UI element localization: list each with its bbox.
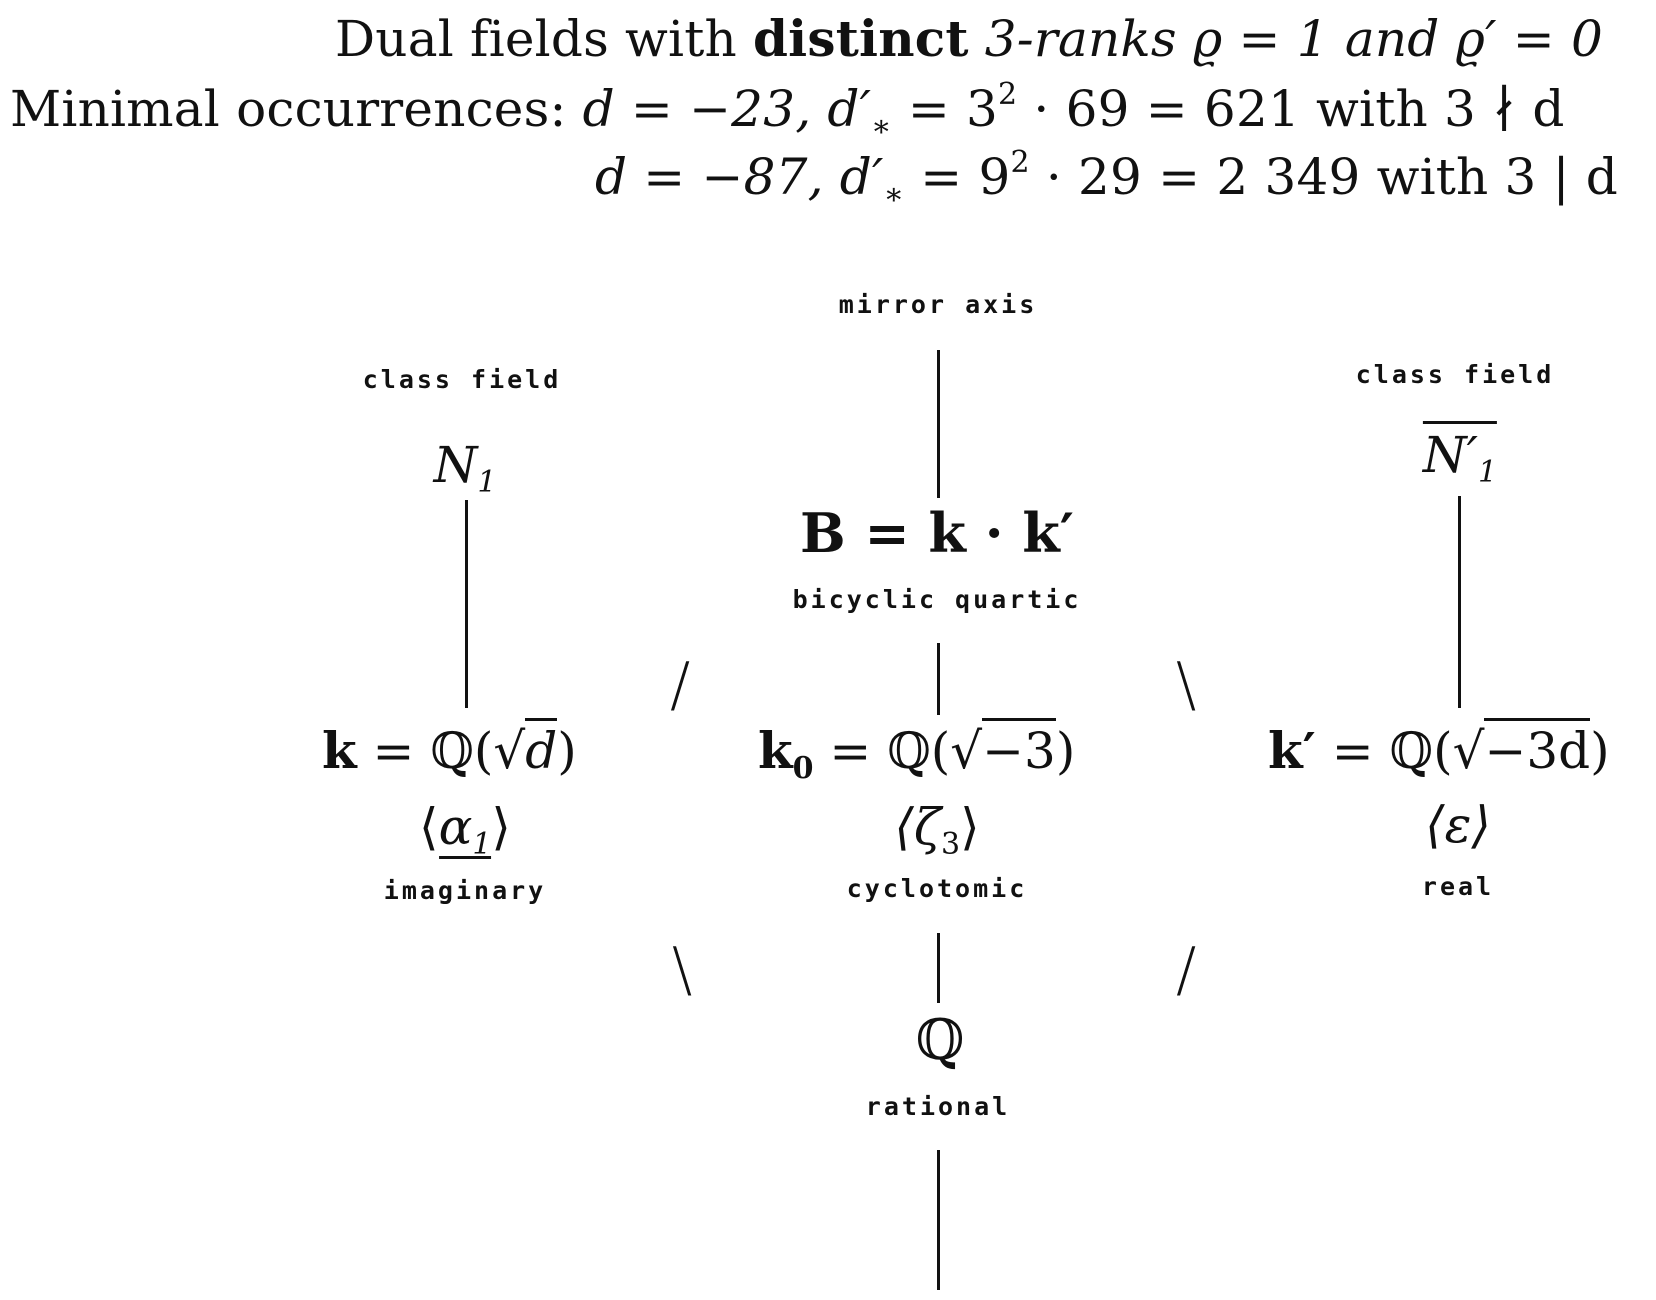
diag-right-bottom: / — [1176, 935, 1197, 1005]
n1-to-k-line — [465, 500, 468, 708]
n1p-to-kp-line — [1458, 496, 1461, 708]
diag-left-bottom: \ — [672, 935, 693, 1005]
real-label: real — [1421, 872, 1495, 901]
k0-field: k0 = ℚ(√−3) — [758, 718, 1075, 784]
bicyclic-quartic-label: bicyclic quartic — [792, 585, 1082, 614]
header-line-2: Minimal occurrences: d = −23, d′∗ = 32 ·… — [10, 77, 1565, 144]
k-field: k = ℚ(√d) — [322, 718, 577, 780]
header-line-3: d = −87, d′∗ = 92 · 29 = 2 349 with 3 | … — [595, 145, 1618, 212]
diag-right-top: \ — [1176, 650, 1197, 720]
k-prime-field: k′ = ℚ(√−3d) — [1268, 718, 1610, 780]
minimal-occurrences-label: Minimal occurrences: — [10, 80, 567, 138]
mirror-axis-line-top — [937, 350, 940, 498]
k0-to-q-line — [937, 933, 940, 1003]
rational-label: rational — [865, 1092, 1011, 1121]
n1-prime-field: N′1 — [1422, 421, 1498, 488]
class-field-right-label: class field — [1355, 360, 1555, 389]
b-field: B = k · k′ — [800, 501, 1074, 565]
diag-left-top: / — [670, 650, 691, 720]
n1-field: N1 — [433, 436, 497, 500]
zeta-unit: ⟨ζ3⟩ — [894, 798, 980, 862]
mirror-axis-label: mirror axis — [838, 290, 1038, 319]
q-field: ℚ — [915, 1008, 965, 1073]
cyclotomic-label: cyclotomic — [846, 874, 1028, 903]
imaginary-label: imaginary — [383, 876, 547, 905]
epsilon-unit: ⟨ε⟩ — [1425, 796, 1491, 854]
class-field-left-label: class field — [362, 365, 562, 394]
mirror-axis-line-bottom — [937, 1150, 940, 1290]
alpha-unit: ⟨α1⟩ — [419, 798, 511, 862]
distinct-word: distinct — [753, 9, 969, 68]
header-line-1: Dual fields with distinct 3-ranks ϱ = 1 … — [335, 9, 1603, 68]
b-to-k0-line — [937, 643, 940, 715]
